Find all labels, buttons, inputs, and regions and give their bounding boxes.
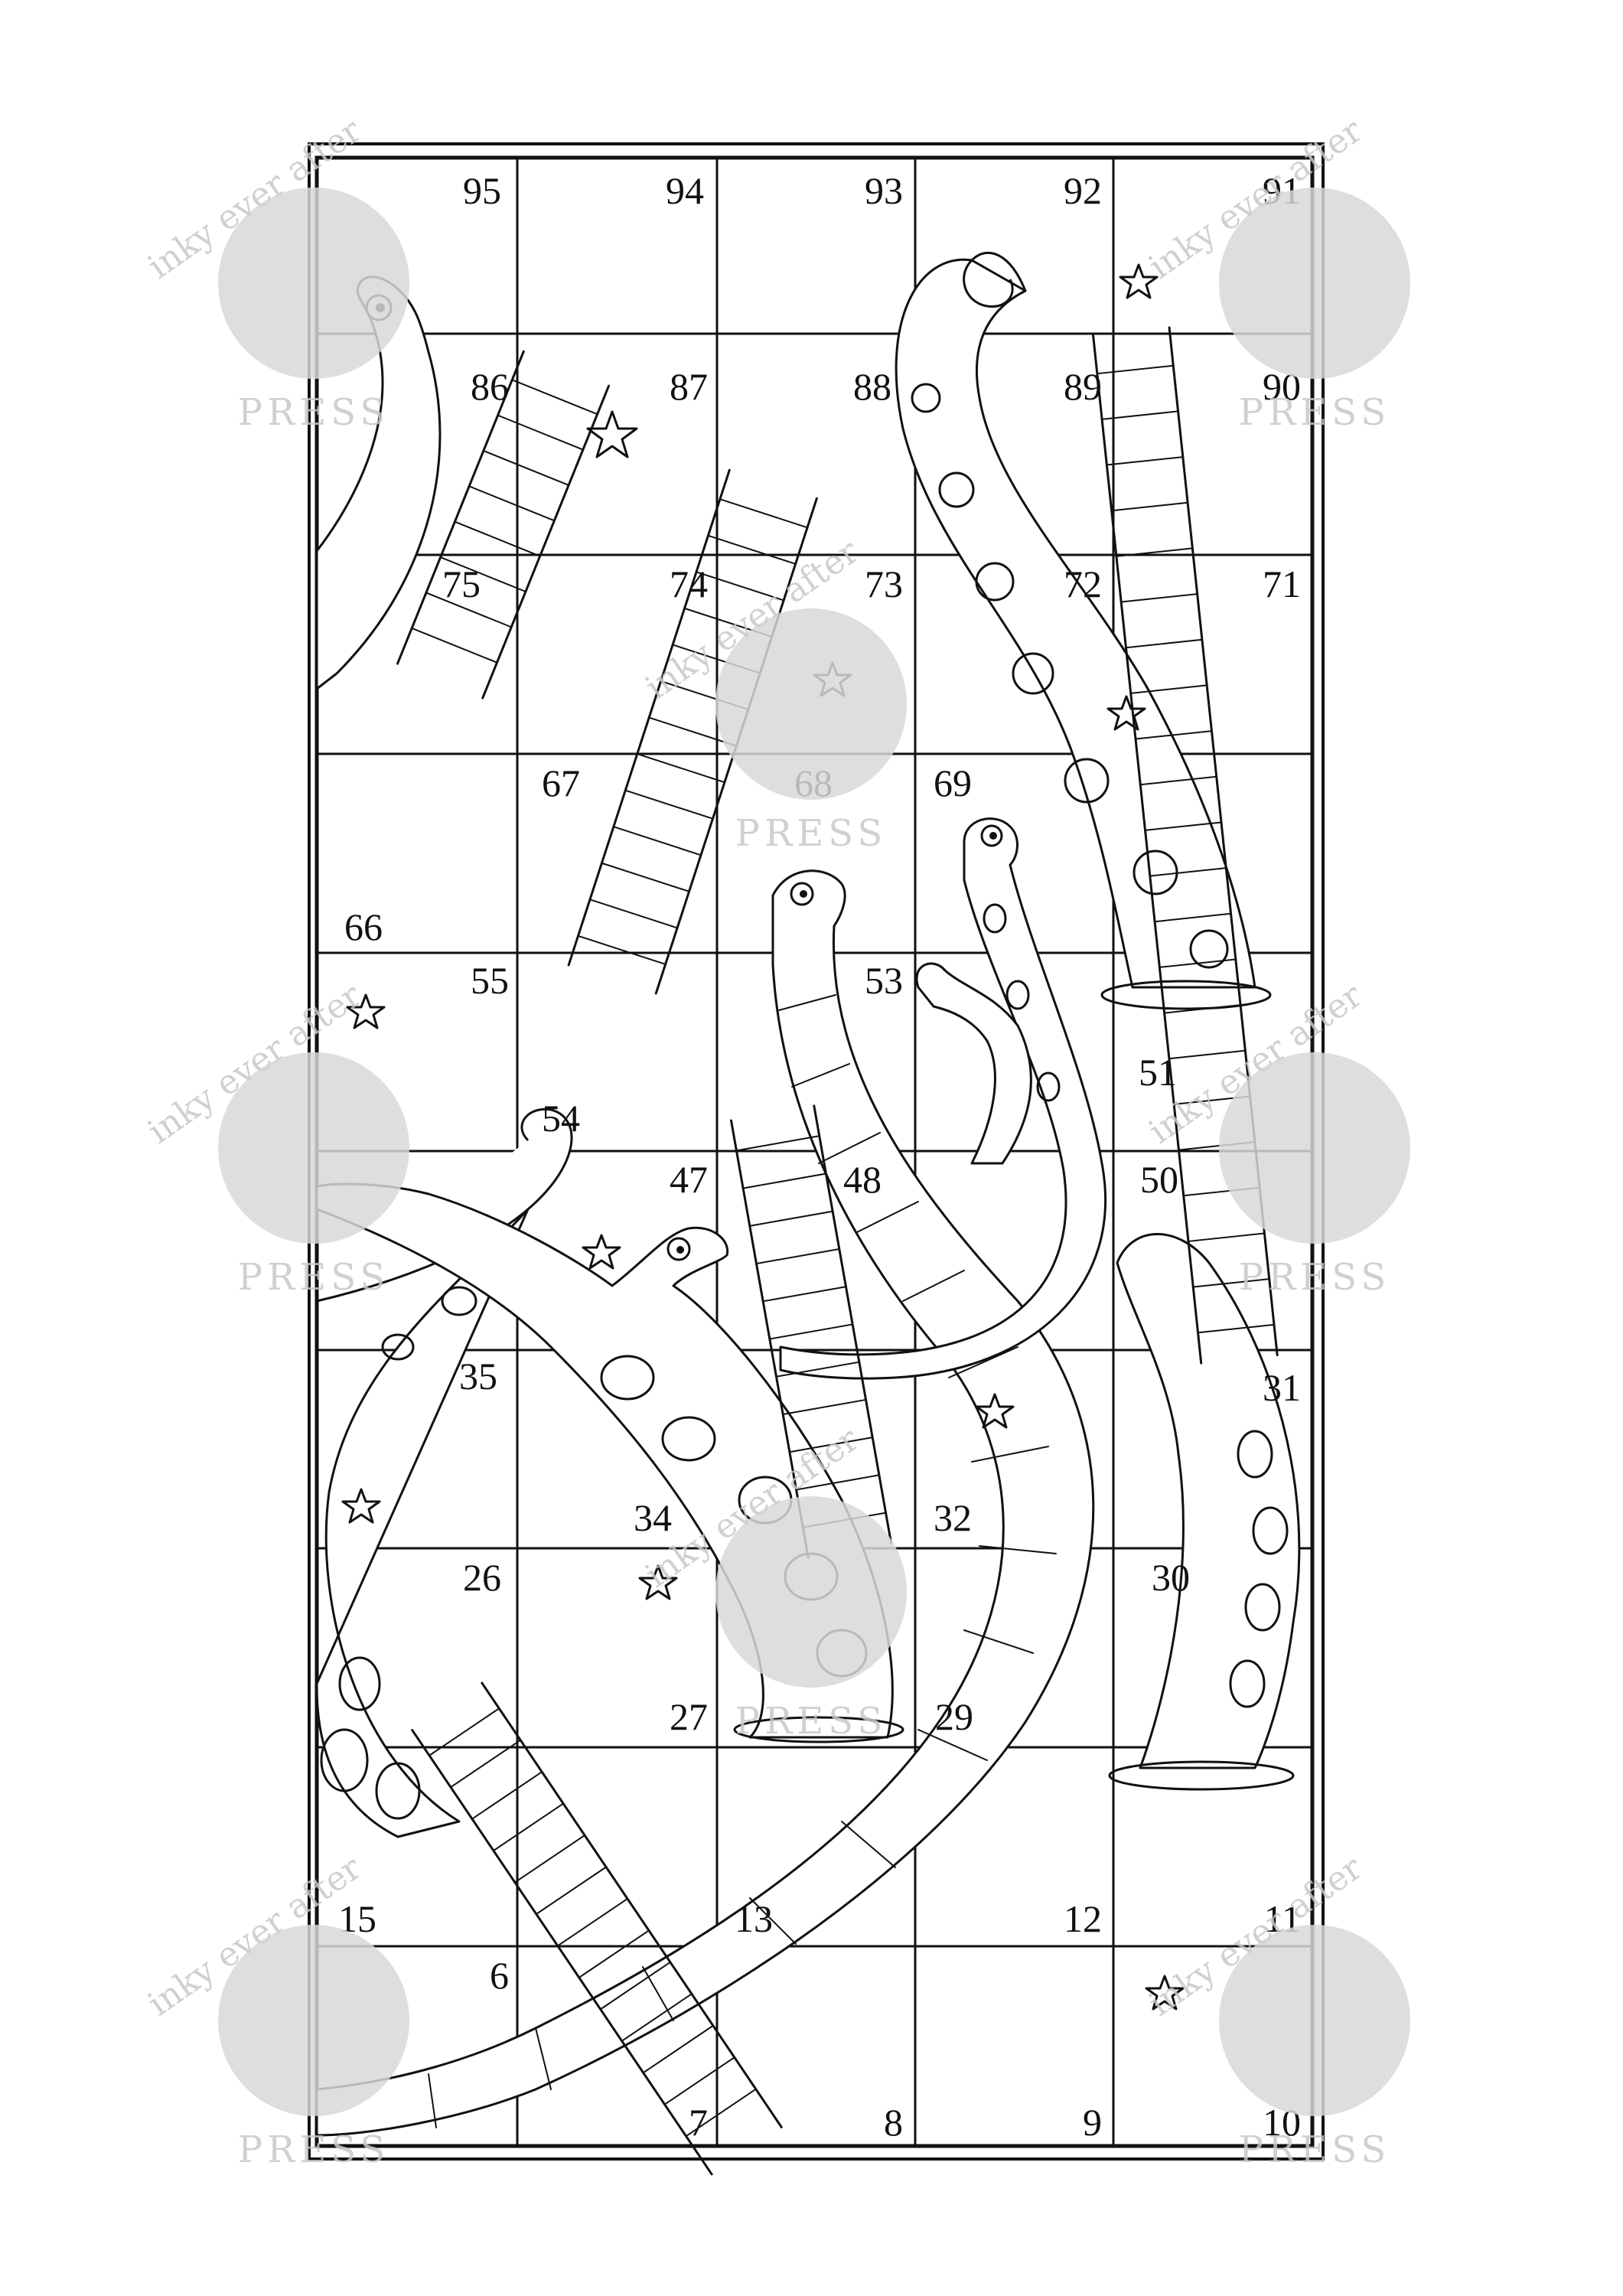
square-72: 72 bbox=[1064, 563, 1102, 605]
square-88: 88 bbox=[853, 365, 891, 408]
tentacle-icon bbox=[1108, 1233, 1301, 1791]
ladder-icon bbox=[729, 1104, 893, 1559]
square-9: 9 bbox=[1083, 2101, 1102, 2144]
watermark: inky ever after PRESS inky ever after PR… bbox=[141, 111, 1410, 2171]
square-74: 74 bbox=[670, 563, 708, 605]
watermark-press: PRESS bbox=[735, 1700, 887, 1743]
square-7: 7 bbox=[689, 2101, 708, 2144]
square-69: 69 bbox=[934, 762, 972, 804]
square-54: 54 bbox=[542, 1097, 580, 1140]
watermark-press: PRESS bbox=[1239, 391, 1390, 434]
ladder-icon bbox=[567, 468, 818, 995]
square-66: 66 bbox=[344, 905, 383, 948]
square-48: 48 bbox=[843, 1158, 882, 1201]
square-95: 95 bbox=[463, 169, 501, 212]
square-35: 35 bbox=[459, 1355, 497, 1397]
ladder-icon bbox=[396, 350, 611, 700]
watermark-press: PRESS bbox=[1239, 2128, 1390, 2171]
square-92: 92 bbox=[1064, 169, 1102, 212]
square-8: 8 bbox=[884, 2101, 903, 2144]
square-32: 32 bbox=[934, 1496, 972, 1539]
square-31: 31 bbox=[1263, 1366, 1301, 1409]
square-51: 51 bbox=[1139, 1051, 1177, 1094]
square-30: 30 bbox=[1152, 1556, 1190, 1599]
eel-icon bbox=[315, 869, 1095, 2137]
square-26: 26 bbox=[463, 1556, 501, 1599]
square-12: 12 bbox=[1064, 1897, 1102, 1940]
square-47: 47 bbox=[670, 1158, 708, 1201]
square-numbers: 95 94 93 92 91 86 87 88 89 90 75 74 73 7… bbox=[338, 169, 1301, 2144]
square-13: 13 bbox=[735, 1897, 773, 1940]
square-27: 27 bbox=[670, 1695, 708, 1738]
square-50: 50 bbox=[1140, 1158, 1178, 1201]
square-67: 67 bbox=[542, 762, 580, 804]
grid-lines bbox=[317, 158, 1312, 2146]
square-55: 55 bbox=[471, 959, 509, 1002]
square-53: 53 bbox=[865, 959, 903, 1002]
square-94: 94 bbox=[666, 169, 704, 212]
square-93: 93 bbox=[865, 169, 903, 212]
ladder-icon bbox=[411, 1681, 783, 2176]
watermark-press: PRESS bbox=[1239, 1256, 1390, 1299]
square-87: 87 bbox=[670, 365, 708, 408]
square-71: 71 bbox=[1263, 563, 1301, 605]
watermark-press: PRESS bbox=[238, 391, 389, 434]
square-86: 86 bbox=[471, 365, 509, 408]
watermark-press: PRESS bbox=[238, 2128, 389, 2171]
square-29: 29 bbox=[935, 1695, 973, 1738]
square-89: 89 bbox=[1064, 365, 1102, 408]
watermark-press: PRESS bbox=[238, 1256, 389, 1299]
square-73: 73 bbox=[865, 563, 903, 605]
square-34: 34 bbox=[634, 1496, 672, 1539]
square-75: 75 bbox=[442, 563, 481, 605]
square-6: 6 bbox=[490, 1954, 509, 1997]
tentacle-icon bbox=[915, 962, 1032, 1165]
eel-icon bbox=[779, 817, 1106, 1380]
watermark-press: PRESS bbox=[735, 812, 887, 855]
